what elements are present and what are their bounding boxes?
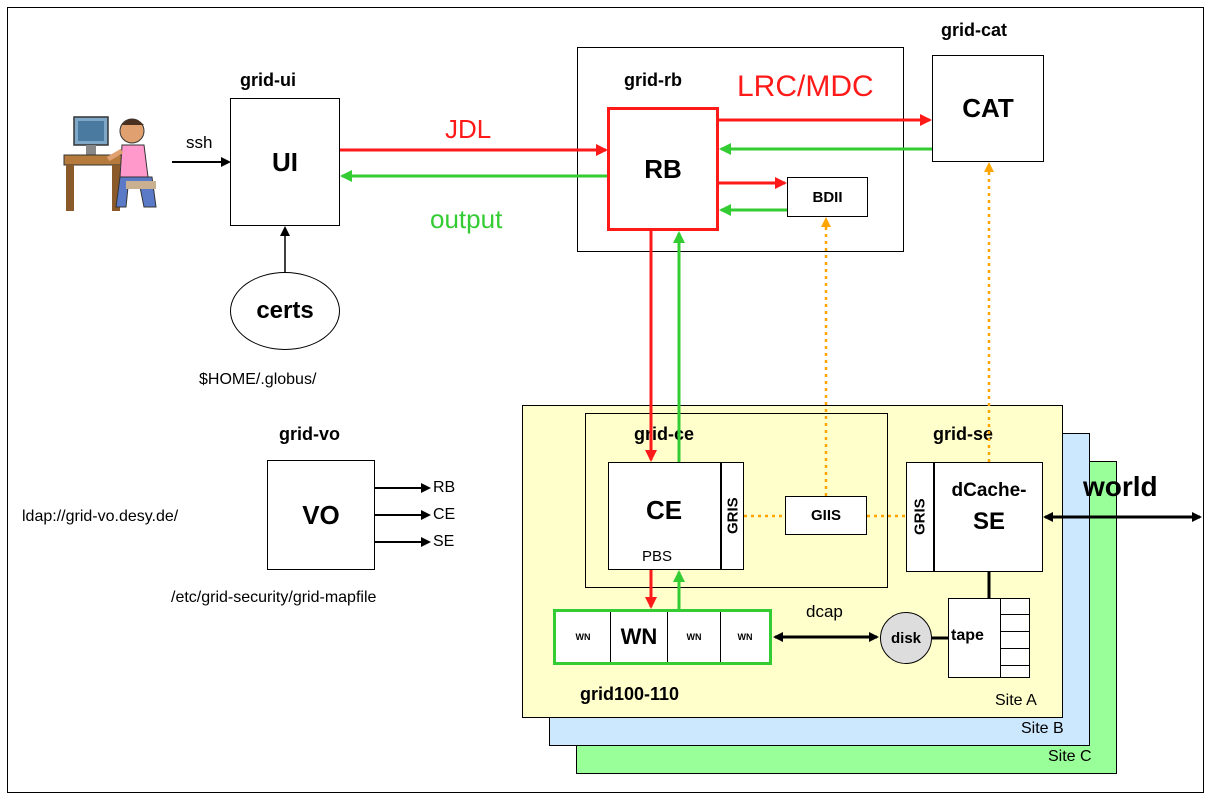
dcache-label-line1: dCache- [951, 480, 1027, 501]
wn-cell-4: WN [737, 632, 753, 642]
vo-box: VO [267, 460, 375, 570]
giis-box: GIIS [785, 496, 867, 535]
user-at-computer-icon [56, 111, 166, 217]
diagram-frame [7, 7, 1204, 793]
site-c-label: Site C [1048, 748, 1092, 765]
vo-label: VO [302, 499, 340, 530]
tape-label: tape [951, 627, 984, 644]
dcache-label-line2: SE [972, 508, 1005, 535]
site-a-label: Site A [995, 692, 1037, 709]
ldap-label: ldap://grid-vo.desy.de/ [22, 508, 179, 525]
mapfile-label: /etc/grid-security/grid-mapfile [171, 589, 377, 606]
rb-box: RB [607, 107, 719, 231]
dcap-label: dcap [806, 602, 843, 621]
giis-label: GIIS [810, 507, 841, 524]
grid-ce-box [585, 413, 888, 588]
grid-ui-title: grid-ui [240, 70, 296, 90]
grid-cat-title: grid-cat [941, 20, 1008, 40]
vo-output-se: SE [433, 533, 455, 550]
wn-cell-main: WN [611, 612, 668, 662]
disk-circle: disk [880, 612, 932, 664]
wn-cell-3: WN [668, 612, 721, 662]
jdl-label: JDL [445, 114, 492, 144]
se-gris-divider [933, 462, 935, 572]
wn-group: WN WN WN WN [553, 609, 772, 665]
se-box [906, 462, 1043, 572]
grid-vo-title: grid-vo [279, 424, 340, 444]
grid100-110-label: grid100-110 [580, 684, 680, 704]
lrc-mdc-label: LRC/MDC [737, 70, 874, 103]
rb-label: RB [644, 153, 682, 184]
site-b-label: Site B [1021, 720, 1064, 737]
world-label: world [1083, 471, 1158, 502]
tape-slots [1000, 598, 1030, 678]
disk-label: disk [890, 629, 921, 647]
certs-ellipse: certs [230, 272, 340, 350]
grid-se-title: grid-se [933, 424, 994, 444]
bdii-box: BDII [787, 177, 868, 217]
ce-label: CE [645, 494, 683, 525]
tape-box [948, 598, 1030, 678]
dcache-se-label: dCache- SE [935, 480, 1043, 536]
wn-cell-1: WN [556, 612, 611, 662]
vo-output-ce: CE [433, 506, 456, 523]
pbs-label: PBS [642, 548, 673, 565]
ui-label: UI [272, 146, 298, 177]
ui-box: UI [230, 98, 340, 226]
grid-rb-title: grid-rb [624, 70, 682, 90]
certs-path-label: $HOME/.globus/ [199, 371, 317, 388]
output-label: output [430, 204, 503, 234]
vo-output-rb: RB [433, 479, 456, 496]
cat-box: CAT [932, 55, 1044, 162]
ssh-label: ssh [186, 133, 213, 152]
certs-label: certs [256, 297, 314, 324]
bdii-label: BDII [812, 188, 843, 206]
cat-label: CAT [962, 93, 1014, 123]
ce-gris-divider [720, 462, 722, 570]
